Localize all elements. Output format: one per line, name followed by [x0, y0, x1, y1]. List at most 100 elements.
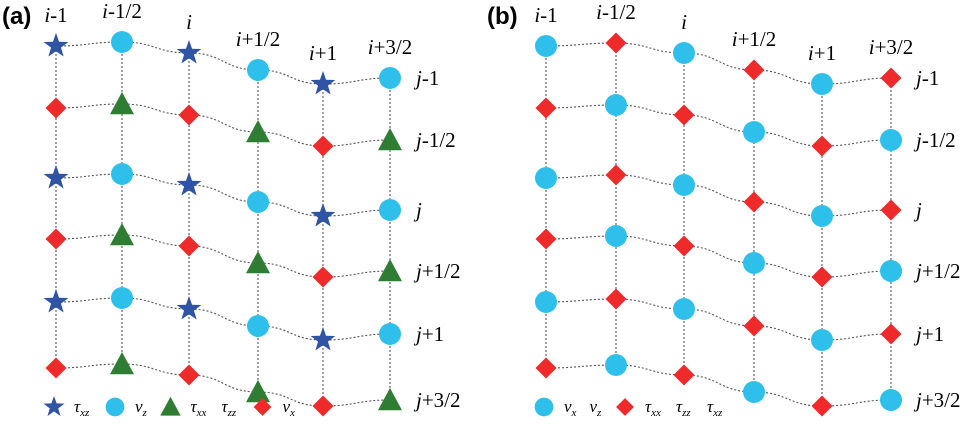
diamond-marker — [45, 97, 67, 119]
circle-marker — [811, 329, 833, 351]
star-marker — [176, 172, 202, 196]
panel-a-label: (a) — [2, 3, 31, 30]
row-label: j-1 — [413, 66, 439, 90]
diamond-marker — [673, 364, 695, 386]
row-line — [545, 298, 892, 341]
circle-marker — [247, 315, 269, 337]
circle-marker — [605, 225, 627, 247]
circle-marker — [605, 94, 627, 116]
star-marker — [43, 289, 69, 313]
diamond-marker — [605, 164, 627, 186]
row-line — [545, 235, 892, 278]
grid-nodes — [535, 32, 902, 417]
diamond-marker — [535, 97, 557, 119]
diamond-marker — [178, 104, 200, 126]
row-line — [55, 41, 391, 85]
legend-label: vx — [564, 397, 577, 419]
circle-marker — [247, 191, 269, 213]
circle-marker — [379, 199, 401, 221]
star-marker — [310, 203, 336, 227]
column-label: i+1 — [309, 41, 337, 65]
circle-marker — [535, 35, 557, 57]
star-marker — [310, 327, 336, 351]
circle-marker — [247, 59, 269, 81]
grid-nodes — [43, 31, 402, 417]
column-label: i-1 — [44, 3, 67, 27]
row-line — [55, 103, 391, 147]
row-line — [545, 364, 892, 407]
circle-marker — [379, 323, 401, 345]
circle-marker — [880, 260, 902, 282]
row-label: j-1/2 — [913, 128, 956, 152]
circle-marker — [379, 67, 401, 89]
diamond-marker — [616, 398, 634, 416]
diamond-marker — [312, 135, 334, 157]
circle-marker — [535, 291, 557, 313]
column-label: i+3/2 — [869, 35, 914, 59]
column-label: i-1 — [534, 3, 557, 27]
row-label: j — [913, 198, 922, 222]
circle-marker — [880, 129, 902, 151]
row-line — [545, 42, 892, 85]
triangle-marker — [246, 251, 270, 274]
row-label: j+1/2 — [413, 259, 461, 283]
diamond-marker — [743, 59, 765, 81]
triangle-marker — [378, 388, 402, 411]
row-line — [55, 234, 391, 278]
legend-label: vz — [590, 397, 603, 419]
legend-label: τzz — [222, 397, 237, 419]
legend-label: vz — [135, 397, 148, 419]
circle-marker — [743, 121, 765, 143]
diamond-marker — [312, 266, 334, 288]
triangle-marker — [378, 128, 402, 151]
row-line — [545, 174, 892, 217]
diamond-marker — [605, 32, 627, 54]
circle-marker — [673, 174, 695, 196]
triangle-marker — [110, 352, 134, 375]
grid-lines — [55, 41, 391, 407]
column-label: i — [186, 10, 192, 34]
row-label: j — [413, 198, 422, 222]
row-line — [55, 297, 391, 341]
legend-label: τxz — [74, 397, 90, 419]
circle-marker — [535, 167, 557, 189]
star-marker — [43, 165, 69, 189]
circle-marker — [673, 298, 695, 320]
column-label: i+3/2 — [368, 35, 413, 59]
circle-marker — [111, 31, 133, 53]
diamond-marker — [673, 104, 695, 126]
circle-marker — [605, 354, 627, 376]
column-label: i-1/2 — [596, 0, 636, 24]
grid-lines — [545, 42, 892, 407]
diamond-marker — [178, 235, 200, 257]
diamond-marker — [880, 67, 902, 89]
triangle-marker — [246, 120, 270, 143]
star-marker — [43, 395, 65, 416]
diamond-marker — [253, 398, 272, 416]
diamond-marker — [535, 357, 557, 379]
triangle-marker — [246, 380, 270, 403]
triangle-marker — [378, 259, 402, 282]
panel-b-label: (b) — [487, 3, 518, 30]
diamond-marker — [312, 395, 334, 417]
legend-label: vx — [283, 397, 296, 419]
row-line — [55, 173, 391, 217]
circle-marker — [743, 252, 765, 274]
row-line — [545, 104, 892, 147]
legend-label: τzz — [676, 397, 691, 419]
star-marker — [310, 71, 336, 95]
column-label: i-1/2 — [102, 0, 142, 23]
diamond-marker — [45, 228, 67, 250]
diamond-marker — [880, 199, 902, 221]
column-label: i — [681, 10, 687, 34]
circle-marker — [811, 205, 833, 227]
row-label: j-1 — [913, 66, 939, 90]
column-label: i+1/2 — [732, 27, 777, 51]
diamond-marker — [743, 191, 765, 213]
legend-label: τxz — [707, 397, 723, 419]
legend-label: τxx — [645, 397, 661, 419]
